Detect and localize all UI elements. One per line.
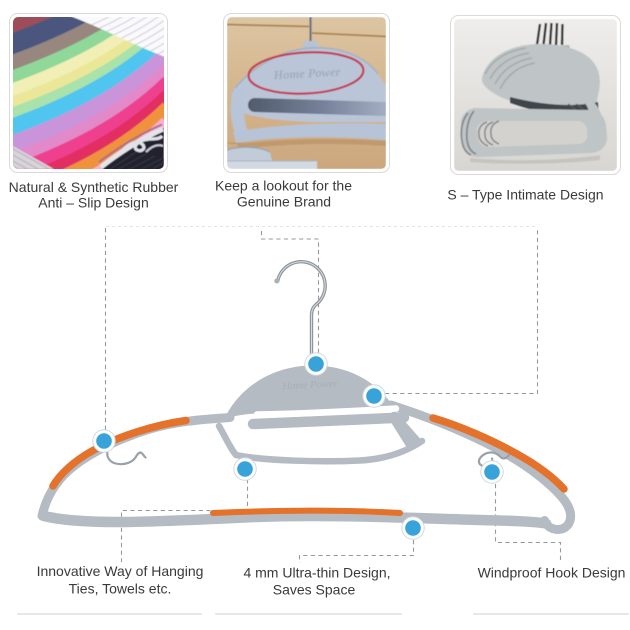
svg-text:Home Power: Home Power (281, 379, 339, 393)
svg-text:Genuine Brand: Genuine Brand (237, 194, 331, 210)
svg-text:S – Type Intimate Design: S – Type Intimate Design (447, 187, 603, 203)
svg-text:Ties, Towels etc.: Ties, Towels etc. (69, 581, 172, 597)
svg-text:Keep a lookout for the: Keep a lookout for the (215, 178, 352, 194)
svg-text:Innovative Way of Hanging: Innovative Way of Hanging (37, 563, 204, 579)
svg-text:Saves Space: Saves Space (273, 582, 356, 598)
svg-text:Windproof Hook Design: Windproof Hook Design (478, 565, 626, 581)
svg-text:Natural & Synthetic Rubber: Natural & Synthetic Rubber (9, 179, 179, 195)
svg-text:Anti – Slip Design: Anti – Slip Design (38, 195, 149, 211)
svg-text:Home Power: Home Power (272, 65, 341, 83)
svg-text:4 mm Ultra-thin Design,: 4 mm Ultra-thin Design, (243, 565, 390, 581)
